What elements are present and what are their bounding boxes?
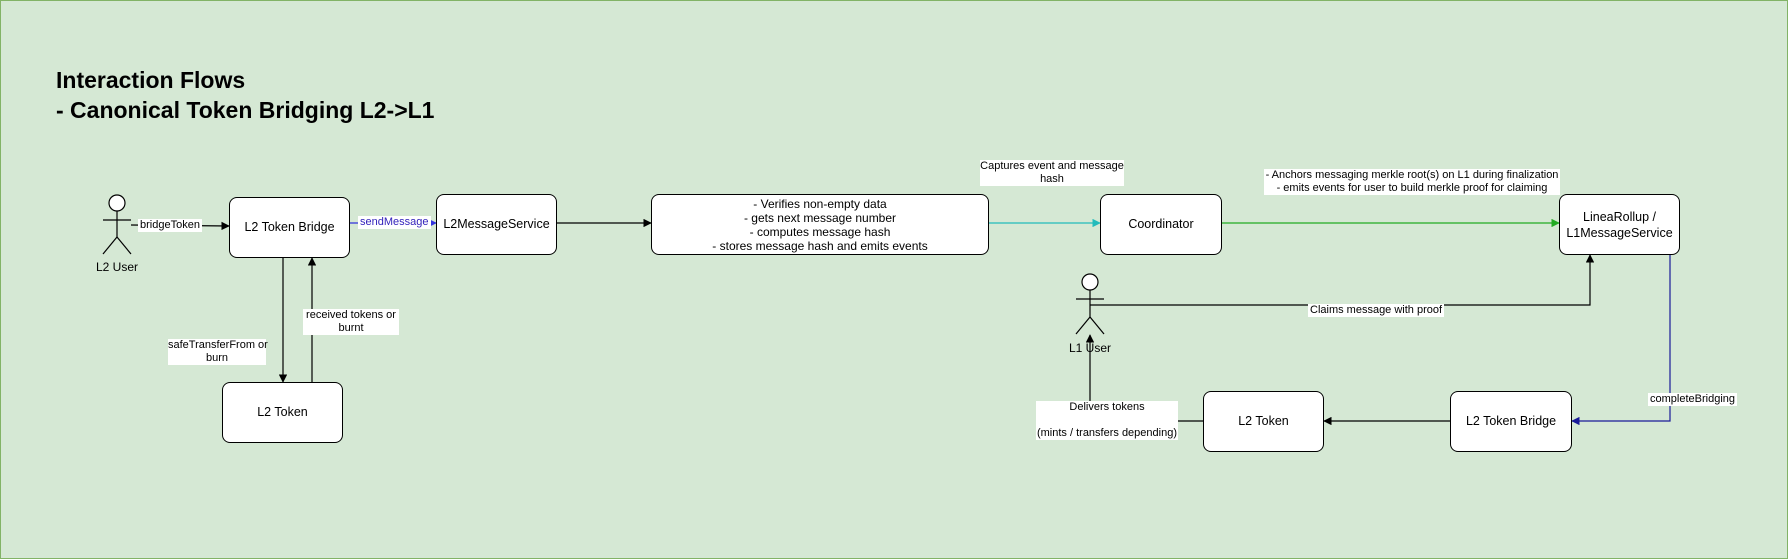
received-tokens-line-1: received tokens or bbox=[306, 309, 396, 321]
anchors-line-1: - Anchors messaging merkle root(s) on L1… bbox=[1265, 169, 1559, 181]
label-complete-bridging: completeBridging bbox=[1648, 393, 1737, 406]
title-line-2: - Canonical Token Bridging L2->L1 bbox=[56, 97, 435, 123]
label-bridge-token: bridgeToken bbox=[138, 219, 202, 232]
steps-line-4: - stores message hash and emits events bbox=[712, 238, 928, 253]
coordinator-box[interactable]: Coordinator bbox=[1100, 194, 1222, 255]
delivers-line-1: Delivers tokens bbox=[1069, 401, 1145, 413]
title-line-1: Interaction Flows bbox=[56, 67, 246, 93]
l2-message-service-label: L2MessageService bbox=[443, 217, 550, 231]
l2-user-figure bbox=[102, 194, 132, 255]
linea-rollup-line-1: LineaRollup / bbox=[1583, 209, 1656, 224]
captures-line-2: hash bbox=[1040, 173, 1064, 185]
label-anchors: - Anchors messaging merkle root(s) on L1… bbox=[1264, 169, 1560, 195]
coordinator-label: Coordinator bbox=[1128, 217, 1194, 231]
captures-line-1: Captures event and message bbox=[980, 160, 1124, 172]
anchors-line-2: - emits events for user to build merkle … bbox=[1276, 182, 1548, 194]
label-received-tokens: received tokens or burnt bbox=[303, 309, 399, 335]
l1-user-label: L1 User bbox=[1068, 341, 1112, 355]
label-delivers-tokens: Delivers tokens (mints / transfers depen… bbox=[1036, 401, 1178, 440]
edge-complete-bridging bbox=[1571, 251, 1671, 426]
l2-token-box-left[interactable]: L2 Token bbox=[222, 382, 343, 443]
l1-user-figure bbox=[1075, 273, 1105, 335]
l2-token-bridge-right-label: L2 Token Bridge bbox=[1465, 414, 1557, 428]
l2-user-label: L2 User bbox=[95, 260, 139, 274]
label-claims-message: Claims message with proof bbox=[1308, 304, 1445, 317]
steps-line-1: - Verifies non-empty data bbox=[753, 196, 887, 211]
label-send-message: sendMessage bbox=[358, 216, 431, 229]
l2-token-right-label: L2 Token bbox=[1238, 414, 1289, 428]
l2-token-box-right[interactable]: L2 Token bbox=[1203, 391, 1324, 452]
l2-token-bridge-label: L2 Token Bridge bbox=[244, 220, 335, 234]
safe-transfer-line-1: safeTransferFrom or bbox=[168, 339, 268, 351]
l2-token-left-label: L2 Token bbox=[257, 405, 308, 419]
received-tokens-line-2: burnt bbox=[338, 322, 364, 334]
safe-transfer-line-2: burn bbox=[205, 352, 229, 364]
delivers-line-2 bbox=[1036, 414, 1178, 427]
linea-rollup-box[interactable]: LineaRollup / L1MessageService bbox=[1559, 194, 1680, 255]
steps-line-3: - computes message hash bbox=[749, 224, 891, 239]
message-service-steps-box[interactable]: - Verifies non-empty data - gets next me… bbox=[651, 194, 989, 255]
label-safe-transfer: safeTransferFrom or burn bbox=[168, 339, 268, 365]
steps-line-2: - gets next message number bbox=[743, 210, 897, 225]
diagram-title: Interaction Flows - Canonical Token Brid… bbox=[56, 65, 434, 125]
l2-token-bridge-box-right[interactable]: L2 Token Bridge bbox=[1450, 391, 1572, 452]
delivers-line-3: (mints / transfers depending) bbox=[1036, 427, 1177, 439]
linea-rollup-line-2: L1MessageService bbox=[1566, 225, 1673, 240]
l2-token-bridge-box[interactable]: L2 Token Bridge bbox=[229, 197, 350, 258]
label-captures-event: Captures event and message hash bbox=[980, 160, 1124, 186]
edge-claims-message bbox=[1090, 254, 1595, 306]
l2-message-service-box[interactable]: L2MessageService bbox=[436, 194, 557, 255]
